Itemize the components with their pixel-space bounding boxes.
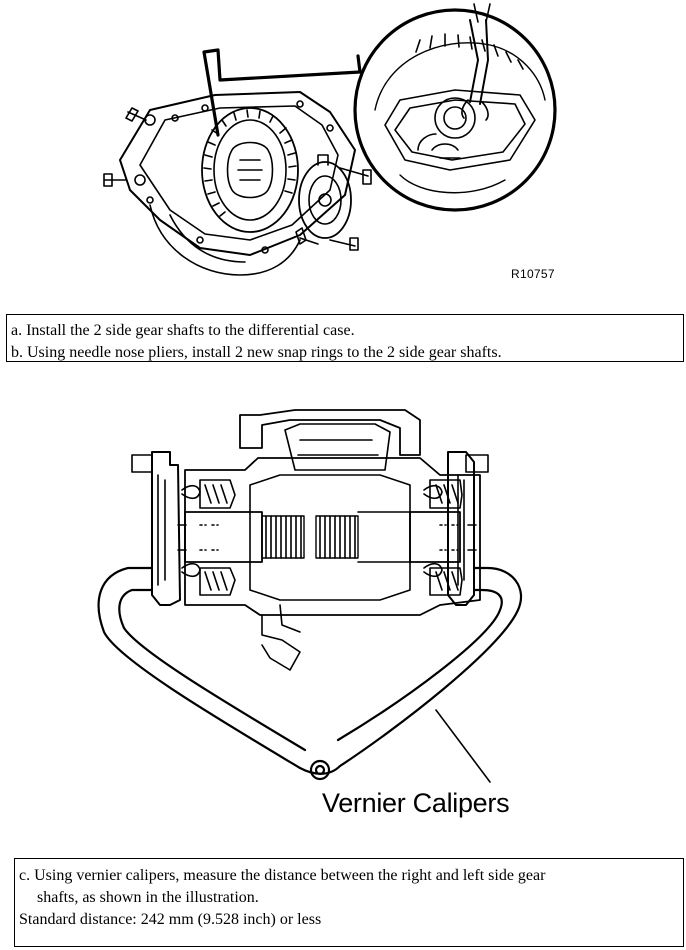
calipers-callout-label: Vernier Calipers — [322, 788, 510, 818]
figure-id-label: R10757 — [511, 267, 555, 281]
figure-2: Vernier Calipers — [0, 400, 686, 840]
figure-1: R10757 — [0, 0, 686, 300]
differential-cross-section-illustration — [131, 409, 489, 671]
measure-steps-box: c. Using vernier calipers, measure the d… — [14, 858, 684, 947]
standard-distance-text: Standard distance: 242 mm (9.528 inch) o… — [19, 911, 322, 928]
step-a-text: a. Install the 2 side gear shafts to the… — [11, 322, 355, 339]
install-steps-box: a. Install the 2 side gear shafts to the… — [6, 314, 684, 362]
step-b-text: b. Using needle nose pliers, install 2 n… — [11, 344, 502, 361]
vernier-calipers-icon — [97, 566, 523, 783]
differential-case-illustration — [103, 3, 557, 276]
step-c-text: c. Using vernier calipers, measure the d… — [19, 867, 546, 884]
step-c-continuation: shafts, as shown in the illustration. — [37, 889, 259, 906]
